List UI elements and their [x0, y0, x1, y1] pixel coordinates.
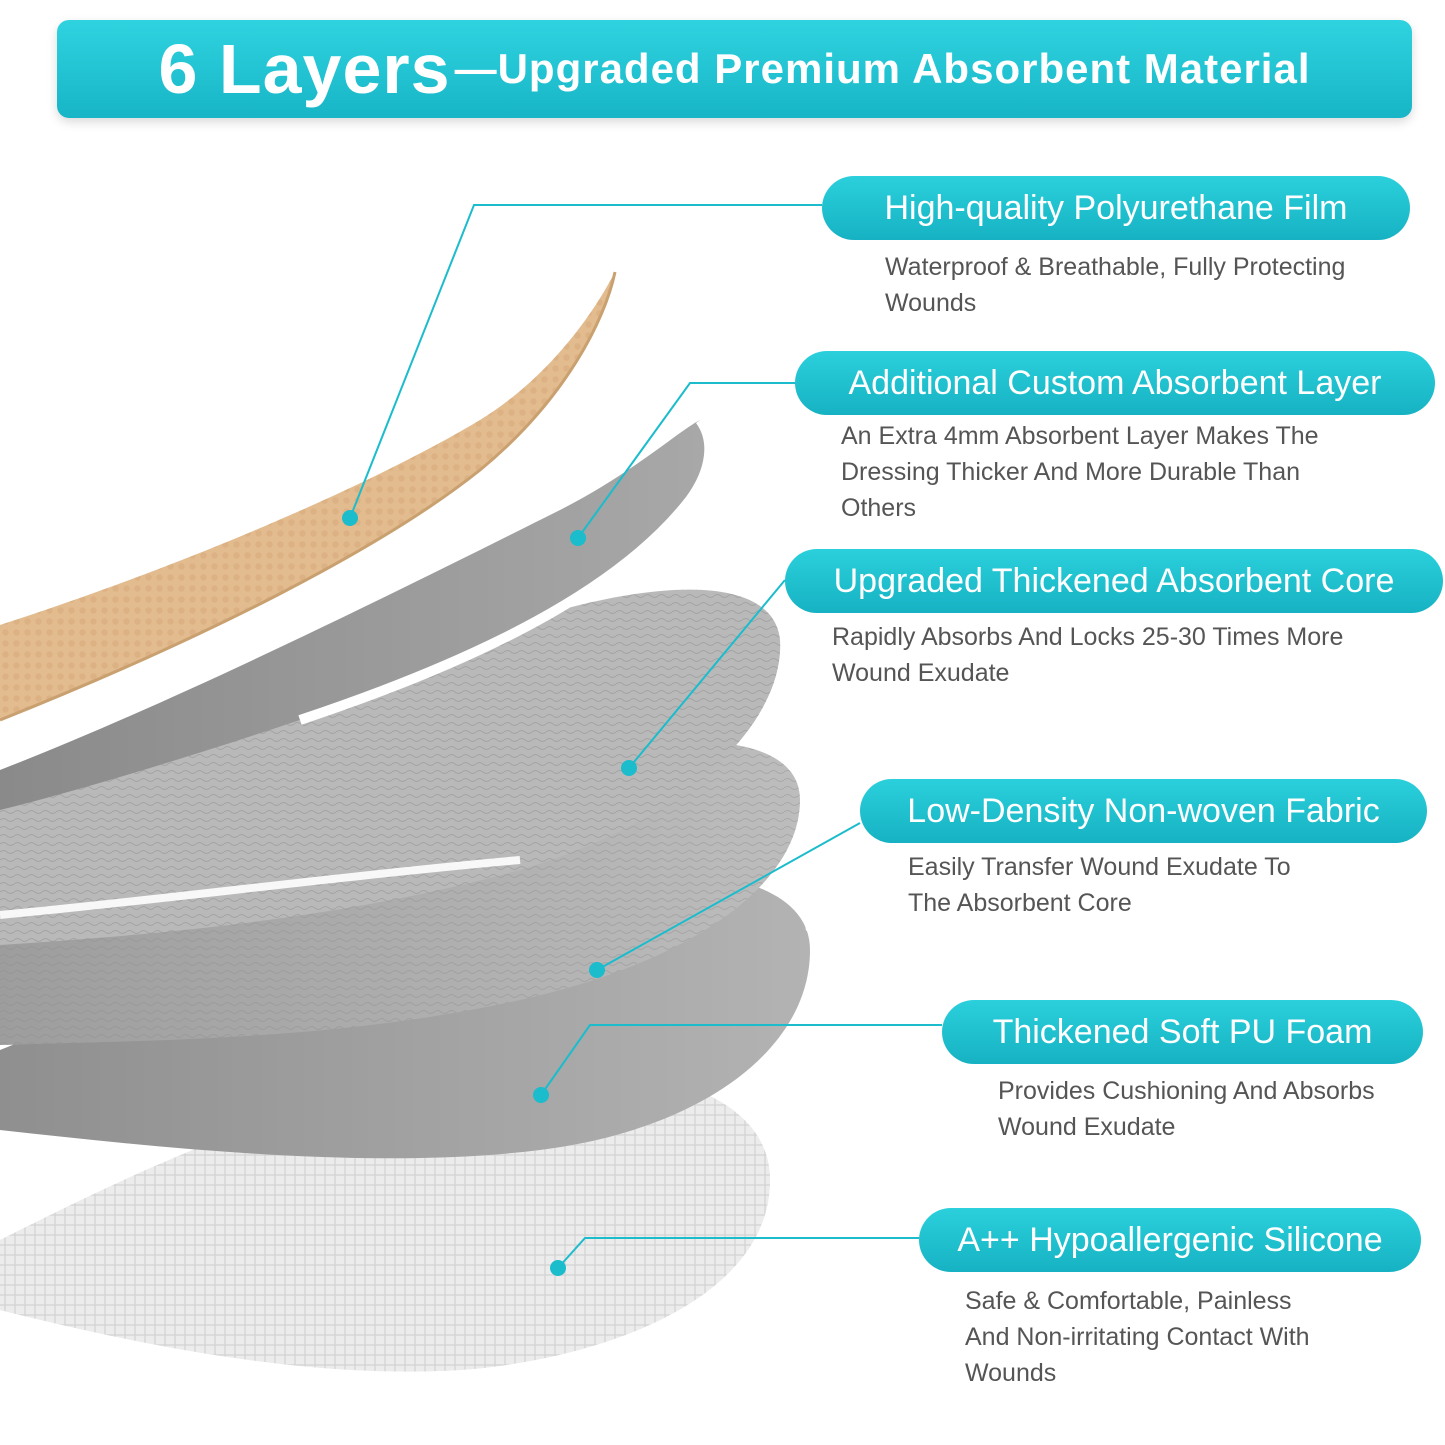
marker-dot-6	[550, 1260, 566, 1276]
title-subtitle: —Upgraded Premium Absorbent Material	[454, 45, 1311, 92]
layer-1-title: High-quality Polyurethane Film	[822, 176, 1410, 240]
layer-5-title: Thickened Soft PU Foam	[942, 1000, 1423, 1064]
leader-line-2	[577, 382, 795, 539]
title-banner: 6 Layers —Upgraded Premium Absorbent Mat…	[57, 20, 1412, 118]
layer-4-title: Low-Density Non-woven Fabric	[860, 779, 1427, 843]
marker-dot-3	[621, 760, 637, 776]
layer-2-title: Additional Custom Absorbent Layer	[795, 351, 1435, 415]
layer-1-description: Waterproof & Breathable, Fully Protectin…	[885, 253, 1346, 317]
layer-5-description: Provides Cushioning And Absorbs Wound Ex…	[998, 1077, 1375, 1141]
leader-line-5	[540, 1024, 942, 1096]
layer-6-title: A++ Hypoallergenic Silicone	[919, 1208, 1421, 1272]
marker-dot-5	[533, 1087, 549, 1103]
leader-line-1	[349, 204, 822, 519]
layer-3-description: Rapidly Absorbs And Locks 25-30 Times Mo…	[832, 623, 1344, 687]
layer-2-description: An Extra 4mm Absorbent Layer Makes The D…	[841, 422, 1319, 522]
layer-3-title: Upgraded Thickened Absorbent Core	[785, 549, 1443, 613]
layer-absorbent-shape	[0, 420, 710, 810]
leader-line-3	[628, 579, 786, 769]
leader-line-6	[557, 1237, 919, 1269]
layer-6-description: Safe & Comfortable, Painless And Non-irr…	[965, 1287, 1310, 1387]
layer-4-description: Easily Transfer Wound Exudate To The Abs…	[908, 853, 1291, 917]
title-number: 6 Layers	[158, 30, 451, 108]
marker-dot-4	[589, 962, 605, 978]
marker-dot-1	[342, 510, 358, 526]
marker-dot-2	[570, 530, 586, 546]
leader-line-4	[596, 822, 861, 971]
